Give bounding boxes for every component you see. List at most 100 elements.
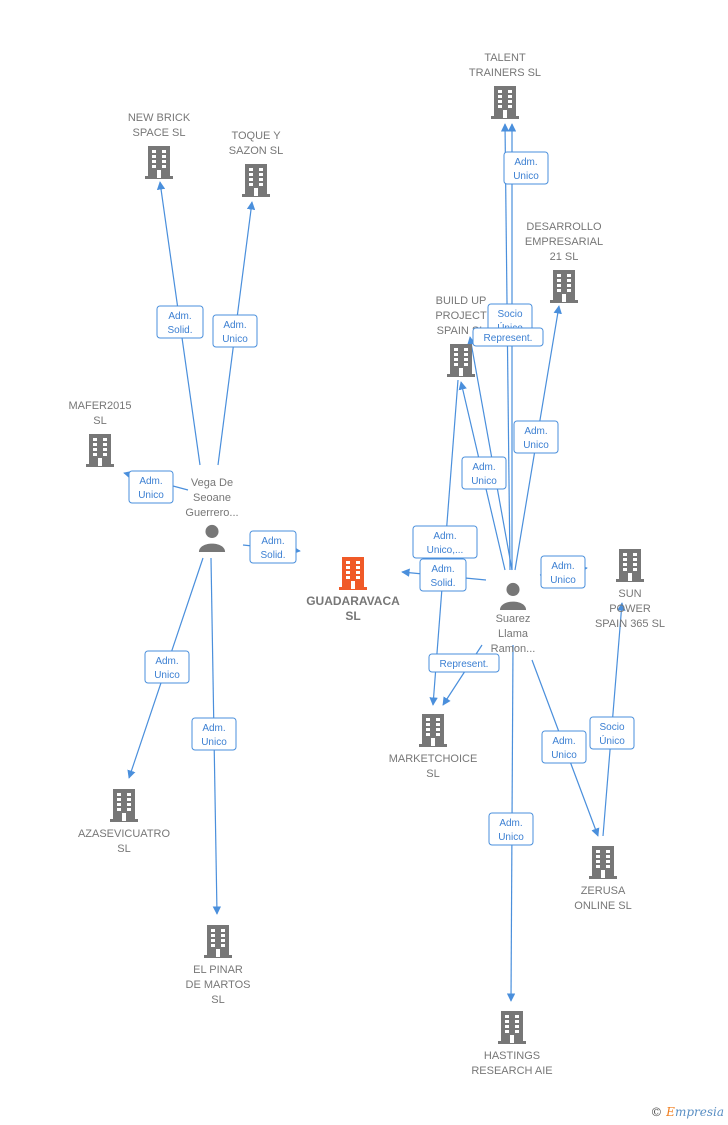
node-label-line: DE MARTOS xyxy=(186,979,251,991)
edge-label-box xyxy=(472,327,544,347)
building-icon xyxy=(589,846,617,879)
node-label-line: 21 SL xyxy=(550,251,579,263)
edge-label: Adm. Unico xyxy=(191,717,237,751)
edge-label-box xyxy=(589,716,635,750)
edge-label-text: Unico xyxy=(154,670,180,681)
node-label-line: EMPRESARIAL xyxy=(525,236,603,248)
edge-label-text: Socio xyxy=(599,722,624,733)
edge-label-text: Represent. xyxy=(440,659,489,670)
edge-label-text: Unico xyxy=(513,171,539,182)
edge-label-text: Unico xyxy=(138,490,164,501)
node-hastings[interactable]: HASTINGS RESEARCH AIE xyxy=(471,1011,553,1077)
node-label-line: ZERUSA xyxy=(581,885,626,897)
edge-label-text: Adm. xyxy=(472,462,495,473)
node-marketchoice[interactable]: MARKETCHOICE SL xyxy=(389,714,478,780)
edge-label-text: Represent. xyxy=(484,333,533,344)
edge-label-text: Adm. xyxy=(552,736,575,747)
node-label-line: SUN xyxy=(618,588,641,600)
building-icon xyxy=(86,434,114,467)
building-icon xyxy=(491,86,519,119)
brand-name: mpresia xyxy=(674,1105,724,1119)
building-icon xyxy=(616,549,644,582)
empresia-watermark: © Empresia xyxy=(650,1105,724,1119)
edge-label-text: Adm. xyxy=(155,656,178,667)
edge-label-text: Unico,... xyxy=(427,545,464,556)
node-vega[interactable]: Vega De SeoaneGuerrero... xyxy=(185,477,239,552)
edge-label-box xyxy=(419,558,467,592)
edge-label-text: Adm. xyxy=(223,320,246,331)
node-label-line: SL xyxy=(211,994,224,1006)
node-label-line: Vega De xyxy=(191,477,233,489)
node-label-line: NEW BRICK xyxy=(128,112,191,124)
edge-label-text: Solid. xyxy=(430,578,455,589)
edge-label: Adm.Unico xyxy=(128,470,174,504)
edge-label-text: Adm. xyxy=(168,311,191,322)
edge-label-text: Unico xyxy=(498,832,524,843)
building-icon xyxy=(110,789,138,822)
node-label-line: SL xyxy=(426,768,439,780)
edge-label-text: Solid. xyxy=(167,325,192,336)
node-suarez[interactable]: SuarezLlamaRamon... xyxy=(491,582,536,655)
edge-label-text: Único xyxy=(599,734,625,747)
edge-label-text: Adm. xyxy=(524,426,547,437)
edge-label: Adm.Unico xyxy=(513,420,559,454)
node-label-line: EL PINAR xyxy=(193,964,243,976)
building-icon xyxy=(145,146,173,179)
node-label-line: SL xyxy=(117,843,130,855)
node-label-line: DESARROLLO xyxy=(526,221,602,233)
node-desarrollo[interactable]: DESARROLLO EMPRESARIAL 21 SL xyxy=(525,221,603,303)
building-icon xyxy=(339,557,367,590)
edge-label: Adm.Unico xyxy=(212,314,258,348)
edge-label-text: Adm. xyxy=(261,536,284,547)
edge-suarez-to-buildup xyxy=(467,336,513,571)
node-newbrick[interactable]: NEW BRICK SPACE SL xyxy=(128,112,191,179)
edge-label-text: Solid. xyxy=(260,550,285,561)
edge-label: Adm.Unico xyxy=(461,456,507,490)
building-icon xyxy=(419,714,447,747)
node-label-line: Guerrero... xyxy=(185,507,238,519)
node-label-line: SL xyxy=(345,609,360,623)
edge-label-box xyxy=(428,653,500,673)
brand-initial: E xyxy=(666,1105,675,1119)
building-icon xyxy=(550,270,578,303)
edge-label: Adm.Unico,... xyxy=(412,525,478,559)
node-label-line: TOQUE Y xyxy=(231,130,281,142)
node-azasevi[interactable]: AZASEVICUATRO SL xyxy=(78,789,171,855)
node-label-line: MARKETCHOICE xyxy=(389,753,478,765)
edge-label-box xyxy=(513,420,559,454)
node-label-line: SPAIN 365 SL xyxy=(595,618,665,630)
edge-label-text: Unico xyxy=(201,737,227,748)
edge-label: Adm.Solid. xyxy=(419,558,467,592)
node-label-line: AZASEVICUATRO xyxy=(78,828,171,840)
node-label-line: RESEARCH AIE xyxy=(471,1065,552,1077)
edge-label-text: Adm. xyxy=(551,561,574,572)
node-label-line: GUADARAVACA xyxy=(306,594,400,608)
edge-label: Represent. xyxy=(472,327,544,347)
edge-label-box xyxy=(461,456,507,490)
node-label-line: PROJECT xyxy=(435,310,487,322)
node-elpinar[interactable]: EL PINAR DE MARTOS SL xyxy=(186,925,251,1006)
edge-label: Adm. Unico xyxy=(540,555,586,589)
node-label-line: SPACE SL xyxy=(133,127,186,139)
edge-label-text: Adm. xyxy=(202,723,225,734)
edge-label-text: Unico xyxy=(551,750,577,761)
building-icon xyxy=(498,1011,526,1044)
edge-labels-layer: Adm.Solid.Adm.UnicoAdm.UnicoAdm.Solid.Ad… xyxy=(128,151,635,846)
node-label-line: HASTINGS xyxy=(484,1050,540,1062)
node-label-line: Seoane xyxy=(193,492,231,504)
edge-label-box xyxy=(212,314,258,348)
edge-label-text: Unico xyxy=(550,575,576,586)
edge-label-text: Adm. xyxy=(499,818,522,829)
edge-label-box xyxy=(488,812,534,846)
copyright-symbol: © xyxy=(650,1105,663,1119)
edge-label-box xyxy=(249,530,297,564)
node-label-line: Ramon... xyxy=(491,643,536,655)
node-label-line: Llama xyxy=(498,628,529,640)
node-label-line: TRAINERS SL xyxy=(469,67,541,79)
